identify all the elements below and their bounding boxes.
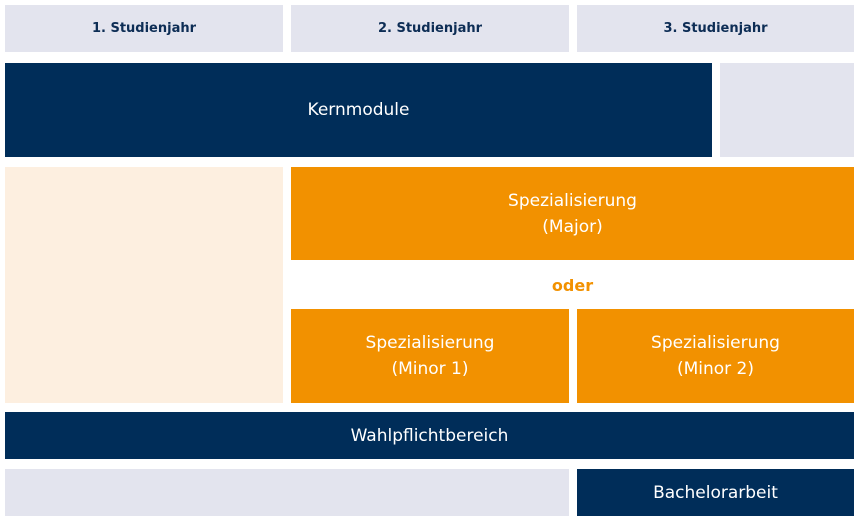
major-block: Spezialisierung (Major) bbox=[291, 167, 854, 260]
oder-label: oder bbox=[551, 275, 594, 295]
year-2-header: 2. Studienjahr bbox=[291, 5, 569, 52]
year-1-header: 1. Studienjahr bbox=[5, 5, 283, 52]
empty-gray-bottom-block bbox=[5, 469, 569, 516]
minor1-line2: (Minor 1) bbox=[391, 359, 469, 379]
kernmodule-block: Kernmodule bbox=[5, 63, 712, 157]
year-3-header: 3. Studienjahr bbox=[577, 5, 854, 52]
empty-gray-block bbox=[720, 63, 854, 157]
empty-light-orange-block bbox=[5, 167, 283, 403]
minor1-line1: Spezialisierung bbox=[365, 333, 495, 353]
minor2-line1: Spezialisierung bbox=[651, 333, 780, 353]
minor2-block: Spezialisierung (Minor 2) bbox=[577, 309, 854, 403]
minor2-line2: (Minor 2) bbox=[676, 359, 755, 379]
major-line2: (Major) bbox=[542, 216, 603, 237]
wahlpflicht-block: Wahlpflichtbereich bbox=[5, 412, 854, 459]
major-line1: Spezialisierung bbox=[508, 190, 637, 211]
bachelorarbeit-block: Bachelorarbeit bbox=[577, 469, 854, 516]
minor1-block: Spezialisierung (Minor 1) bbox=[291, 309, 569, 403]
